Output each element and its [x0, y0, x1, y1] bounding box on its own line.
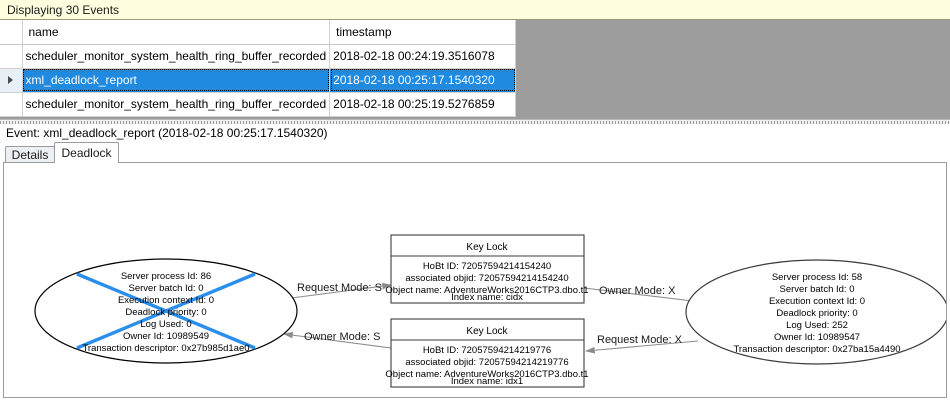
event-caption: Event: xml_deadlock_report (2018-02-18 0… [0, 124, 950, 141]
process-node-left[interactable]: Server process Id: 86 Server batch Id: 0… [34, 258, 298, 364]
resource-box [390, 318, 585, 388]
process-line: Owner Id: 10989547 [774, 332, 860, 343]
resource-line: Index name: cidx [451, 292, 523, 303]
events-count-label: Displaying 30 Events [7, 2, 120, 17]
edge-arrow-icon [275, 282, 393, 301]
resource-title: Key Lock [466, 242, 508, 253]
row-timestamp-cell[interactable]: 2018-02-18 00:25:19.5276859 [329, 92, 517, 117]
tab-deadlock[interactable]: Deadlock [54, 142, 119, 163]
process-line: Log Used: 252 [786, 320, 848, 331]
process-line: Owner Id: 10989549 [123, 331, 209, 342]
edge-right-request-bottom: Request Mode: X [584, 334, 699, 354]
resource-line: Index name: idx1 [451, 376, 523, 387]
row-arrow-icon [8, 76, 14, 84]
edge-label: Owner Mode: S [304, 331, 380, 343]
events-grid[interactable]: name timestamp scheduler_monitor_system_… [0, 20, 950, 119]
row-selector-cell[interactable] [0, 92, 23, 117]
resource-node-bottom[interactable]: Key Lock HoBt ID: 72057594214219776 asso… [385, 318, 589, 388]
event-caption-label: Event: xml_deadlock_report (2018-02-18 0… [6, 125, 328, 140]
process-line: Execution context Id: 0 [118, 295, 214, 306]
deadlock-graph: Request Mode: S Owner Mode: X Owner Mode… [34, 234, 947, 388]
row-name-cell[interactable]: scheduler_monitor_system_health_ring_buf… [22, 92, 331, 117]
row-name-cell[interactable]: scheduler_monitor_system_health_ring_buf… [22, 44, 331, 69]
events-table-header: name timestamp [0, 20, 517, 45]
deadlock-graph-panel[interactable]: Request Mode: S Owner Mode: X Owner Mode… [3, 162, 947, 398]
process-line: Server process Id: 58 [772, 272, 862, 283]
process-line: Server batch Id: 0 [780, 284, 855, 295]
edge-top-owner-right: Owner Mode: X [583, 285, 703, 305]
row-name-cell[interactable]: xml_deadlock_report [22, 68, 331, 93]
resource-node-top-extra: Index name: cidx [451, 292, 523, 303]
row-timestamp-cell[interactable]: 2018-02-18 00:25:17.1540320 [329, 68, 517, 93]
process-line: Execution context Id: 0 [769, 296, 865, 307]
resource-title: Key Lock [466, 326, 508, 337]
table-row-selected[interactable]: xml_deadlock_report 2018-02-18 00:25:17.… [0, 68, 517, 93]
process-line: Transaction descriptor: 0x27b985d1ae0 [82, 343, 249, 354]
resource-line: HoBt ID: 72057594214219776 [423, 345, 551, 356]
row-selector-cell[interactable] [0, 44, 23, 69]
column-header-timestamp[interactable]: timestamp [329, 20, 517, 45]
table-row[interactable]: scheduler_monitor_system_health_ring_buf… [0, 44, 517, 69]
horizontal-splitter[interactable] [0, 119, 950, 124]
column-header-name[interactable]: name [22, 20, 331, 45]
events-table: name timestamp scheduler_monitor_system_… [0, 20, 517, 117]
edge-arrow-icon [584, 340, 699, 354]
column-header-selector[interactable] [0, 20, 23, 45]
victim-cross-icon [76, 272, 256, 350]
edge-label: Request Mode: S [297, 282, 382, 294]
edge-left-request-top: Request Mode: S [275, 282, 393, 301]
row-selector-cell[interactable] [0, 68, 23, 93]
header-row: name timestamp [0, 20, 517, 45]
row-timestamp-cell[interactable]: 2018-02-18 00:24:19.3516078 [329, 44, 517, 69]
process-line: Server process Id: 86 [121, 271, 211, 282]
edge-bottom-owner-left: Owner Mode: S [282, 331, 392, 349]
process-line: Server batch Id: 0 [129, 283, 204, 294]
process-line: Transaction descriptor: 0x27ba15a4490 [733, 344, 900, 355]
tab-details[interactable]: Details [5, 146, 55, 163]
events-info-bar: Displaying 30 Events [0, 0, 950, 20]
process-line: Deadlock priority: 0 [125, 307, 206, 318]
resource-node-top[interactable]: Key Lock HoBt ID: 72057594214154240 asso… [385, 234, 589, 304]
table-row[interactable]: scheduler_monitor_system_health_ring_buf… [0, 92, 517, 117]
splitter-grip-icon [0, 121, 950, 124]
resource-line: Object name: AdventureWorks2016CTP3.dbo.… [385, 369, 588, 380]
edge-label: Owner Mode: X [599, 285, 676, 297]
process-line: Deadlock priority: 0 [776, 308, 857, 319]
resource-line: associated objid: 72057594214219776 [405, 357, 568, 368]
resource-line: Object name: AdventureWorks2016CTP3.dbo.… [385, 285, 588, 296]
edge-label: Request Mode: X [597, 334, 683, 346]
events-table-body: scheduler_monitor_system_health_ring_buf… [0, 44, 517, 117]
process-line: Log Used: 0 [140, 319, 191, 330]
tabstrip: Details Deadlock [0, 142, 950, 163]
edge-arrow-icon [583, 287, 703, 305]
resource-node-bottom-extra: Index name: idx1 [451, 376, 523, 387]
resource-line: associated objid: 72057594214154240 [405, 273, 568, 284]
process-node-right[interactable]: Server process Id: 58 Server batch Id: 0… [685, 259, 947, 365]
resource-line: HoBt ID: 72057594214154240 [423, 261, 551, 272]
edge-arrow-icon [282, 331, 392, 349]
process-ellipse [685, 259, 946, 365]
resource-box [390, 234, 585, 304]
